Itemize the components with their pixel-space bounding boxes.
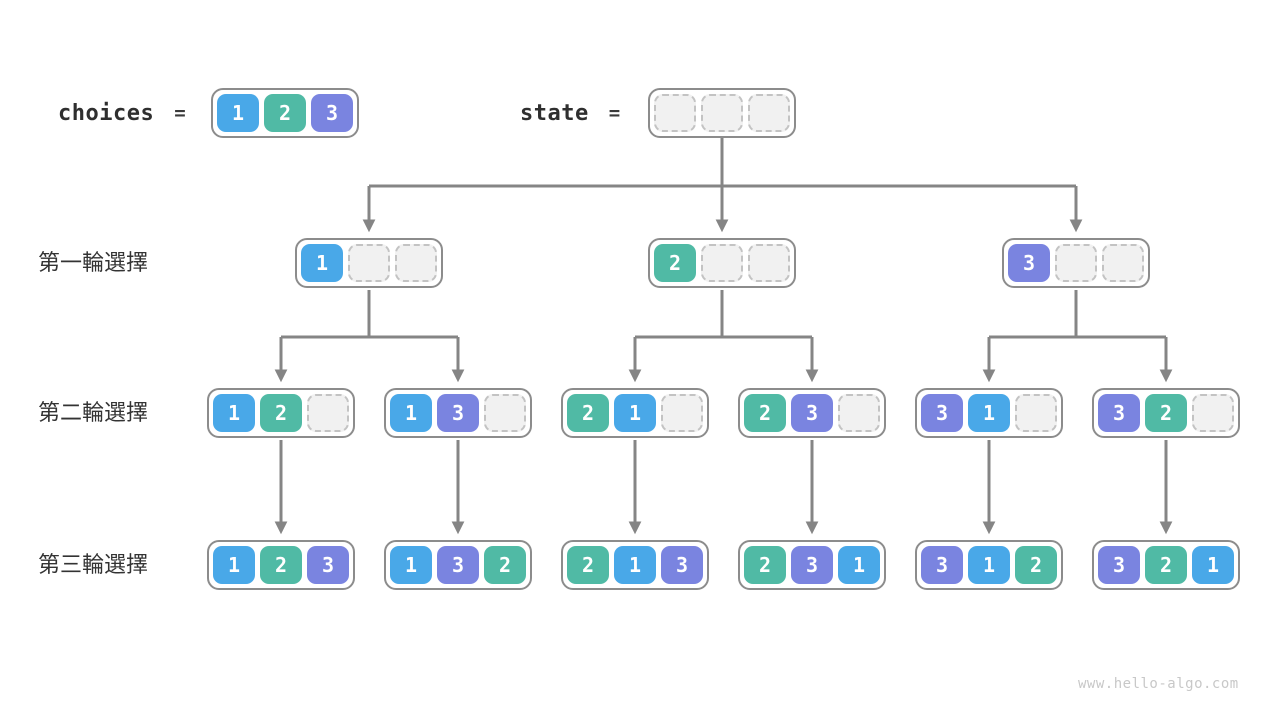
state-cell bbox=[748, 94, 790, 132]
round-2-label: 第二輪選擇 bbox=[38, 400, 149, 425]
state-cell: 3 bbox=[1098, 546, 1140, 584]
state-node: 1 3 2 bbox=[384, 540, 532, 590]
state-cell: 3 bbox=[437, 394, 479, 432]
state-node: 3 1 bbox=[915, 388, 1063, 438]
state-cell: 1 bbox=[390, 546, 432, 584]
state-cell bbox=[395, 244, 437, 282]
choices-cell: 1 bbox=[217, 94, 259, 132]
state-node: 3 2 bbox=[1092, 388, 1240, 438]
state-cell: 1 bbox=[614, 546, 656, 584]
choices-array: 1 2 3 bbox=[211, 88, 359, 138]
state-node: 2 bbox=[648, 238, 796, 288]
state-cell: 2 bbox=[567, 394, 609, 432]
state-cell bbox=[1015, 394, 1057, 432]
state-cell bbox=[838, 394, 880, 432]
state-cell: 1 bbox=[614, 394, 656, 432]
state-cell bbox=[748, 244, 790, 282]
state-cell: 1 bbox=[968, 546, 1010, 584]
state-cell bbox=[307, 394, 349, 432]
choices-cell: 2 bbox=[264, 94, 306, 132]
state-cell bbox=[654, 94, 696, 132]
state-cell bbox=[1102, 244, 1144, 282]
state-array-root bbox=[648, 88, 796, 138]
state-node: 2 3 1 bbox=[738, 540, 886, 590]
state-cell: 2 bbox=[1015, 546, 1057, 584]
state-cell: 2 bbox=[260, 546, 302, 584]
state-node: 1 3 bbox=[384, 388, 532, 438]
state-cell: 2 bbox=[567, 546, 609, 584]
state-cell bbox=[701, 94, 743, 132]
watermark: www.hello-algo.com bbox=[1078, 676, 1239, 692]
state-cell: 2 bbox=[1145, 394, 1187, 432]
state-cell bbox=[1192, 394, 1234, 432]
state-cell: 1 bbox=[1192, 546, 1234, 584]
state-cell: 3 bbox=[921, 546, 963, 584]
state-cell: 2 bbox=[744, 394, 786, 432]
state-cell: 3 bbox=[661, 546, 703, 584]
state-cell: 1 bbox=[838, 546, 880, 584]
state-node: 1 2 3 bbox=[207, 540, 355, 590]
choices-cell: 3 bbox=[311, 94, 353, 132]
state-cell: 3 bbox=[791, 546, 833, 584]
round-1-label: 第一輪選擇 bbox=[38, 250, 149, 275]
state-cell: 2 bbox=[260, 394, 302, 432]
round-3-label: 第三輪選擇 bbox=[38, 552, 149, 577]
state-cell: 3 bbox=[791, 394, 833, 432]
state-node: 2 3 bbox=[738, 388, 886, 438]
state-node: 2 1 3 bbox=[561, 540, 709, 590]
state-node: 1 2 bbox=[207, 388, 355, 438]
state-cell bbox=[701, 244, 743, 282]
equals-sign: = bbox=[608, 102, 621, 124]
state-node: 3 2 1 bbox=[1092, 540, 1240, 590]
state-cell bbox=[484, 394, 526, 432]
state-cell: 1 bbox=[213, 546, 255, 584]
state-cell bbox=[661, 394, 703, 432]
state-cell: 3 bbox=[437, 546, 479, 584]
state-cell: 2 bbox=[744, 546, 786, 584]
state-node: 2 1 bbox=[561, 388, 709, 438]
state-cell: 3 bbox=[307, 546, 349, 584]
state-cell: 2 bbox=[1145, 546, 1187, 584]
choices-equation: choices = bbox=[58, 88, 186, 138]
state-cell: 1 bbox=[301, 244, 343, 282]
state-cell: 2 bbox=[484, 546, 526, 584]
state-cell: 3 bbox=[1008, 244, 1050, 282]
state-cell bbox=[348, 244, 390, 282]
state-node: 3 1 2 bbox=[915, 540, 1063, 590]
state-node: 3 bbox=[1002, 238, 1150, 288]
state-cell: 3 bbox=[921, 394, 963, 432]
state-cell: 3 bbox=[1098, 394, 1140, 432]
state-cell: 1 bbox=[390, 394, 432, 432]
state-cell: 2 bbox=[654, 244, 696, 282]
state-equation: state = bbox=[520, 88, 620, 138]
state-label: state bbox=[520, 100, 589, 126]
state-cell: 1 bbox=[213, 394, 255, 432]
choices-label: choices bbox=[58, 100, 155, 126]
state-cell bbox=[1055, 244, 1097, 282]
equals-sign: = bbox=[174, 102, 186, 124]
state-cell: 1 bbox=[968, 394, 1010, 432]
state-node: 1 bbox=[295, 238, 443, 288]
